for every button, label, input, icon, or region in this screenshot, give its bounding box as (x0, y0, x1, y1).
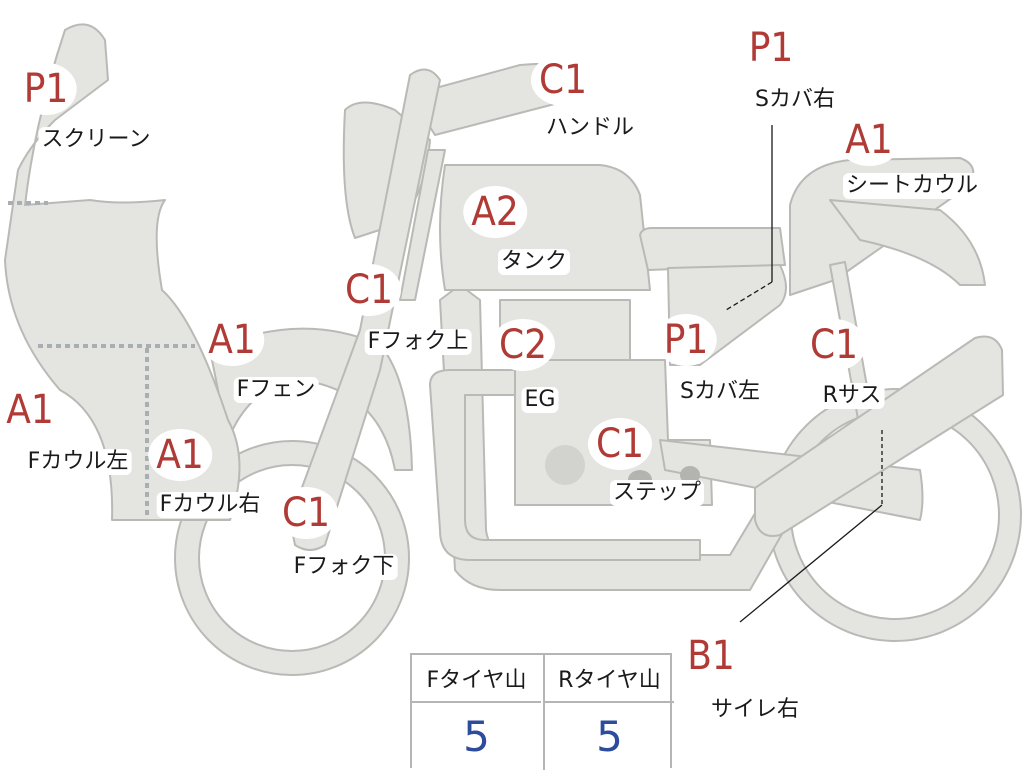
handle-label: ハンドル (542, 115, 638, 141)
step-grade: C1 (587, 418, 653, 470)
fork-lower-label: Fフォク下 (290, 554, 398, 580)
rear-tire-header: Rタイヤ山 (543, 655, 674, 703)
rear-suspension-grade: C1 (801, 319, 867, 371)
front-tire-header: Fタイヤ山 (412, 655, 541, 703)
muffler-right-label: サイレ右 (707, 697, 803, 723)
screen-grade: P1 (15, 63, 77, 115)
tail-fin (829, 199, 986, 286)
side-cover-left-grade: P1 (655, 314, 717, 366)
fork-upper-label: Fフォク上 (364, 329, 472, 355)
engine-grade: C2 (490, 319, 556, 371)
screen-label: スクリーン (38, 127, 154, 153)
front-cowl-shape (4, 23, 241, 521)
leader-muffler-right-diag (739, 504, 883, 623)
front-cowl-left-label: Fカウル左 (24, 449, 132, 475)
front-fender-grade: A1 (200, 314, 264, 366)
front-fork-rear (399, 149, 446, 301)
front-fender-label: Fフェン (233, 377, 319, 403)
engine-cover (545, 445, 585, 485)
front-cowl-left-grade: A1 (0, 384, 62, 436)
front-tire-value: 5 (463, 712, 490, 761)
step-label: ステップ (609, 480, 705, 506)
rear-suspension-label: Rサス (819, 383, 885, 409)
frame-loop (429, 369, 701, 561)
side-cover-right-grade: P1 (740, 22, 802, 74)
rear-tire-value: 5 (543, 703, 674, 770)
handle-grade: C1 (530, 54, 596, 106)
seat-cowl-grade: A1 (837, 114, 901, 166)
side-cover-right-label: Sカバ右 (752, 87, 838, 113)
seat-cowl-label: シートカウル (842, 173, 982, 199)
tank-label: タンク (497, 249, 571, 275)
engine-label: EG (521, 387, 559, 413)
fork-upper-grade: C1 (336, 264, 402, 316)
muffler-right-grade: B1 (679, 630, 743, 682)
tire-tread-table: Fタイヤ山 Rタイヤ山 5 5 (410, 653, 674, 770)
side-cover-left-label: Sカバ左 (677, 379, 763, 405)
fork-lower-grade: C1 (273, 487, 339, 539)
front-cowl-right-label: Fカウル右 (156, 492, 264, 518)
leader-side-cover-right-diag (725, 281, 773, 311)
seat (639, 227, 786, 271)
tank-grade: A2 (463, 186, 527, 238)
front-cowl-right-grade: A1 (148, 429, 212, 481)
step-peg-2 (680, 466, 700, 484)
muffler (754, 335, 1004, 537)
